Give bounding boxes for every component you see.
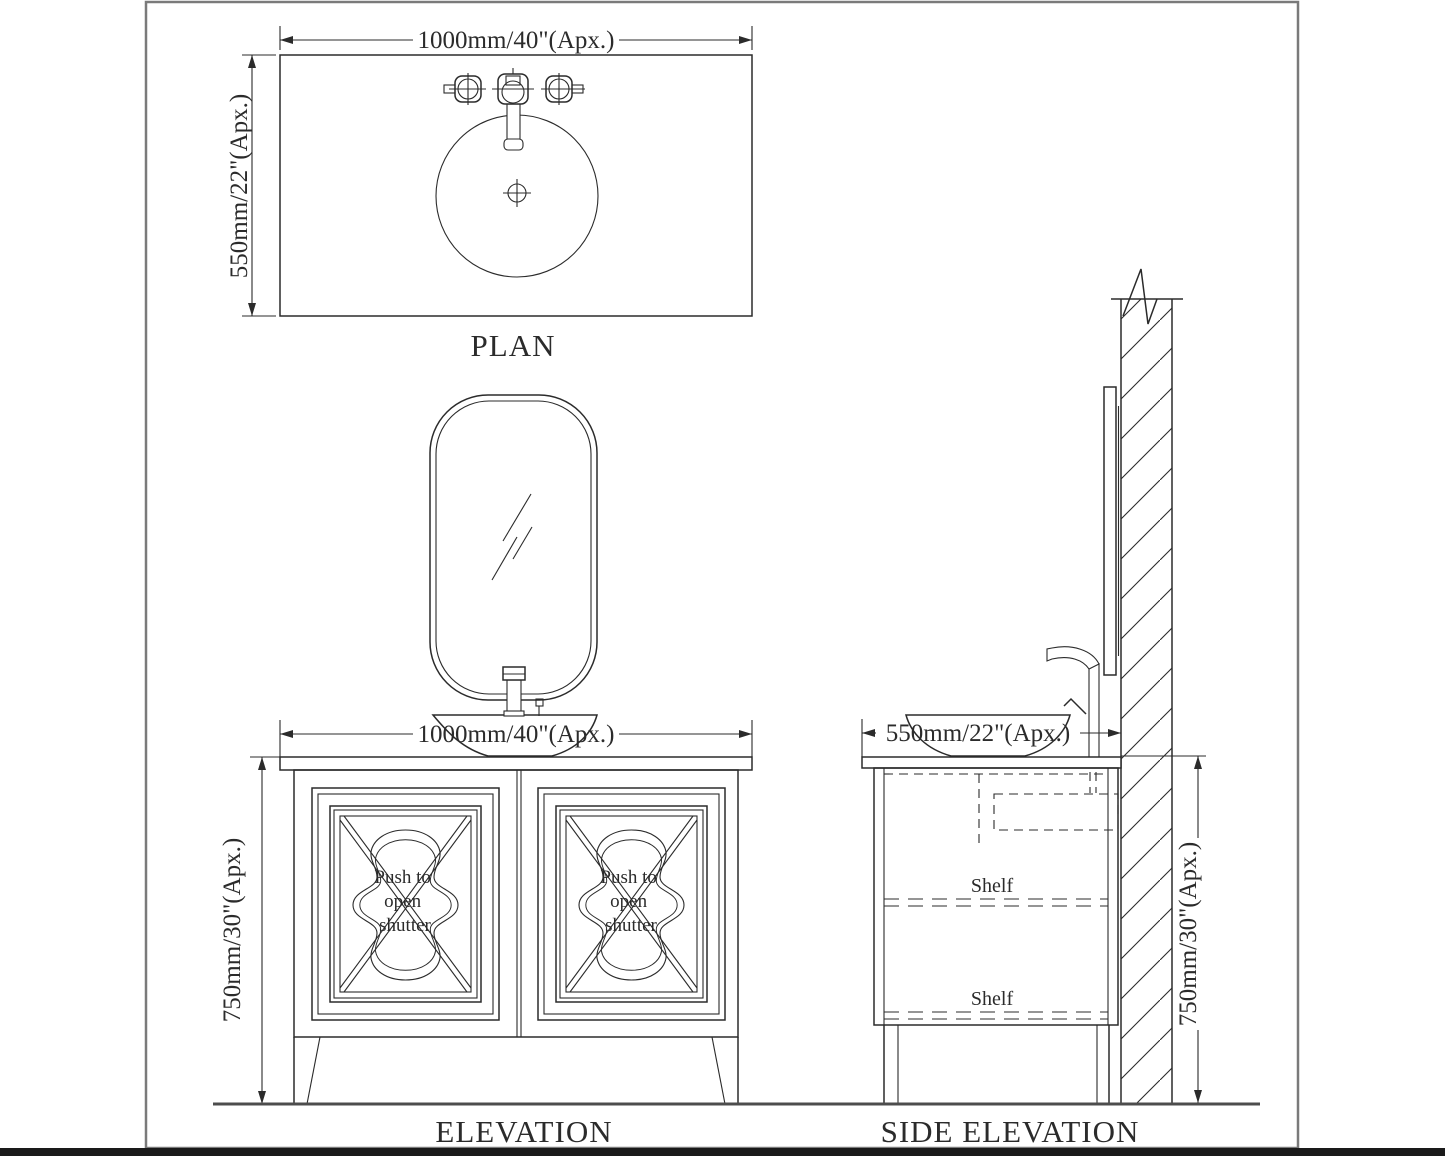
plan-countertop-outline bbox=[279, 54, 753, 317]
side-faucet bbox=[1046, 646, 1100, 793]
door-right-text-line3: shutter bbox=[605, 915, 657, 936]
door-right-text-line1: Push to bbox=[600, 867, 657, 888]
side-dim-height-label: 750mm/30"(Apx.) bbox=[1175, 842, 1202, 1027]
elevation-dim-height-label: 750mm/30"(Apx.) bbox=[219, 838, 246, 1023]
leg-right bbox=[711, 1036, 739, 1105]
plan-handle-right-icon bbox=[541, 73, 585, 105]
elevation-label: ELEVATION bbox=[435, 1114, 612, 1149]
elevation-dim-height: 750mm/30"(Apx.) bbox=[219, 756, 280, 1104]
mirror bbox=[429, 394, 598, 701]
mirror-glass-hatch bbox=[491, 493, 533, 581]
vessel-sink bbox=[431, 714, 598, 757]
side-leg-back bbox=[1096, 1025, 1110, 1104]
hidden-basin-outline bbox=[993, 793, 1119, 831]
side-leg-front bbox=[883, 1025, 899, 1104]
side-dim-depth: 550mm/22"(Apx.) bbox=[861, 719, 1121, 757]
shelf-upper-line bbox=[884, 898, 1108, 907]
elevation-dim-width: 1000mm/40"(Apx.) bbox=[279, 720, 753, 757]
plan-dim-width-label: 1000mm/40"(Apx.) bbox=[418, 27, 615, 54]
push-to-open-label-left: Push to open shutter bbox=[374, 867, 435, 936]
plan-dim-width: 1000mm/40"(Apx.) bbox=[279, 26, 753, 54]
push-to-open-label-right: Push to open shutter bbox=[600, 867, 661, 936]
side-dim-depth-label: 550mm/22"(Apx.) bbox=[886, 720, 1071, 747]
wall-hatch bbox=[1121, 299, 1172, 1104]
wall-break-icon bbox=[1122, 268, 1158, 325]
plan-view: 1000mm/40"(Apx.) 550mm/22"(Apx.) PLAN bbox=[226, 26, 753, 363]
plan-dim-depth: 550mm/22"(Apx.) bbox=[226, 54, 276, 317]
door-right-text-line2: open bbox=[610, 891, 647, 912]
leg-left bbox=[293, 1036, 321, 1105]
sheet-edge bbox=[0, 1148, 1445, 1156]
shelf-lower-line bbox=[884, 1011, 1108, 1020]
plan-drain-icon bbox=[503, 179, 531, 207]
elevation-dim-width-label: 1000mm/40"(Apx.) bbox=[418, 721, 615, 748]
mirror-side bbox=[1103, 386, 1117, 676]
plan-dim-depth-label: 550mm/22"(Apx.) bbox=[226, 94, 253, 279]
countertop bbox=[279, 756, 753, 771]
side-faucet-lever bbox=[1063, 697, 1087, 715]
side-cabinet: Shelf Shelf bbox=[873, 767, 1119, 1104]
faucet bbox=[502, 666, 544, 717]
side-elevation-label: SIDE ELEVATION bbox=[881, 1114, 1140, 1149]
plan-handle-left-icon bbox=[443, 73, 486, 105]
shelf-upper-label: Shelf bbox=[971, 875, 1014, 897]
door-left-text-line2: open bbox=[384, 891, 421, 912]
side-countertop bbox=[861, 756, 1122, 769]
plan-label: PLAN bbox=[471, 328, 556, 363]
shelf-lower-label: Shelf bbox=[971, 988, 1014, 1010]
side-sink bbox=[905, 714, 1071, 757]
cabinet: Push to open shutter Push to open shutte… bbox=[293, 769, 739, 1105]
plan-faucet bbox=[492, 68, 534, 151]
elevation-view: 1000mm/40"(Apx.) Push to open shutter Pu… bbox=[219, 394, 753, 1149]
door-left-text-line1: Push to bbox=[374, 867, 431, 888]
side-elevation-view: 550mm/22"(Apx.) Shelf Shelf bbox=[861, 268, 1211, 1149]
door-left-text-line3: shutter bbox=[379, 915, 431, 936]
wall-section bbox=[1111, 268, 1183, 1104]
side-dim-height: 750mm/30"(Apx.) bbox=[1121, 755, 1211, 1103]
